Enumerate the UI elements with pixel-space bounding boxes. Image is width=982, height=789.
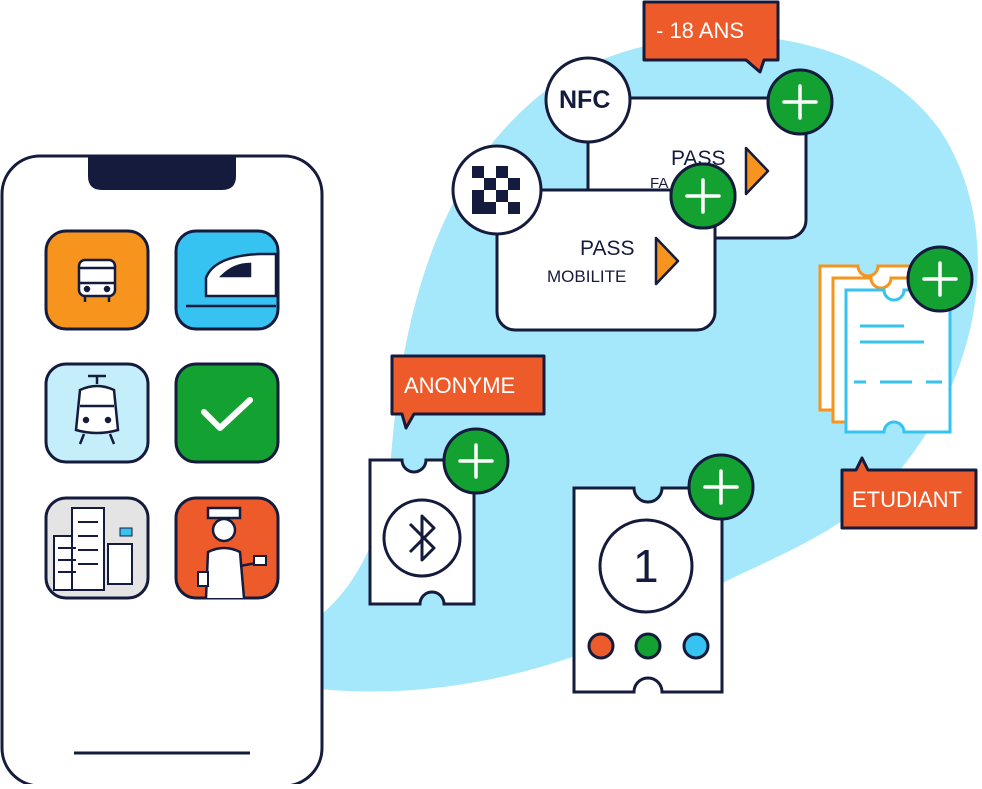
app-train-tile[interactable] (174, 229, 280, 331)
add-button-counter-ticket[interactable] (687, 453, 755, 521)
ticket-inspector-icon (197, 506, 267, 599)
add-button-back-card[interactable] (766, 68, 834, 136)
dot-blue (682, 632, 710, 660)
back-card-subtitle: FA (650, 175, 669, 192)
tag-student-label: ETUDIANT (852, 487, 962, 512)
ticket-counter[interactable] (572, 486, 724, 694)
front-card-subtitle: MOBILITE (547, 267, 627, 286)
bus-icon (77, 258, 117, 302)
nfc-label: NFC (559, 86, 611, 114)
phone (0, 154, 324, 788)
app-check-tile[interactable] (174, 362, 280, 464)
add-icon (458, 443, 494, 479)
qr-badge (451, 144, 543, 236)
play-arrow-icon (744, 146, 770, 196)
add-button-front-card[interactable] (669, 162, 737, 230)
pass-card-front[interactable] (495, 188, 717, 332)
add-icon (922, 261, 958, 297)
front-card-title: PASS (580, 237, 635, 260)
ticket-stack[interactable] (818, 264, 952, 434)
app-bus-tile[interactable] (44, 229, 150, 331)
dot-green (634, 632, 662, 660)
ticket-counter-value: 1 (633, 540, 659, 592)
add-button-ticket-stack[interactable] (906, 245, 974, 313)
tag-student (840, 456, 978, 530)
nfc-badge (544, 56, 632, 144)
app-inspector-tile[interactable] (174, 496, 280, 600)
city-icon (53, 507, 133, 591)
tag-age-label: - 18 ANS (656, 18, 745, 43)
app-tram-tile[interactable] (44, 362, 150, 464)
check-icon (201, 397, 253, 431)
bluetooth-icon (408, 514, 436, 562)
high-speed-train-icon (186, 252, 278, 308)
tram-icon (74, 374, 120, 445)
add-icon (703, 469, 739, 505)
tag-anonymous (390, 354, 546, 430)
tag-age (642, 0, 780, 74)
tag-anonymous-label: ANONYME (404, 373, 516, 398)
dot-red (587, 632, 615, 660)
add-button-bluetooth-ticket[interactable] (442, 427, 510, 495)
back-card-title: PASS (671, 147, 726, 170)
phone-notch (88, 156, 236, 190)
add-icon (782, 84, 818, 120)
play-arrow-icon (654, 236, 680, 286)
ticket-bluetooth[interactable] (368, 458, 476, 606)
qr-code-icon (472, 166, 520, 214)
app-city-tile[interactable] (44, 496, 150, 600)
